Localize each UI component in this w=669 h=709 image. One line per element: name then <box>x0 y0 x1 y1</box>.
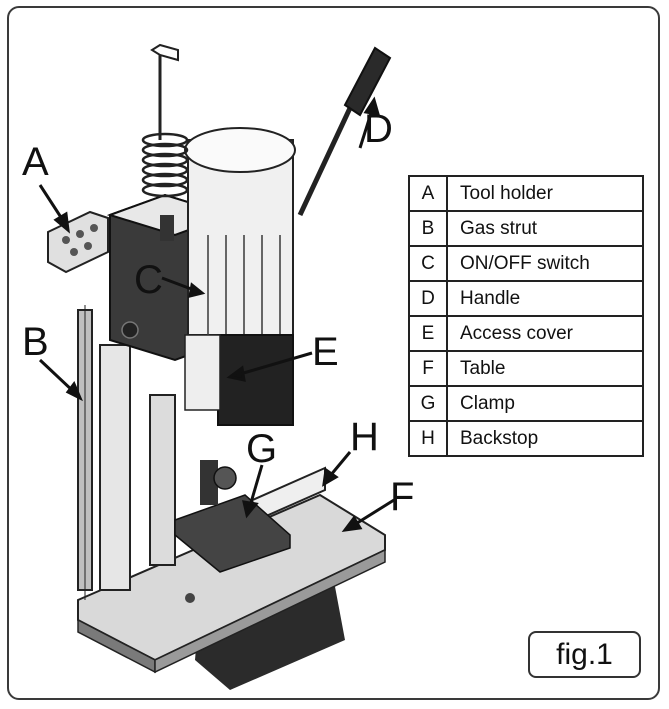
callout-c: C <box>134 258 163 302</box>
legend-label: Table <box>446 350 644 387</box>
legend-key: E <box>408 315 448 352</box>
legend-label: Access cover <box>446 315 644 352</box>
callout-a: A <box>22 140 49 184</box>
access-cover <box>217 334 294 426</box>
legend-key: G <box>408 385 448 422</box>
handle-grip <box>343 46 392 117</box>
legend-label: Handle <box>446 280 644 317</box>
callout-b: B <box>22 320 49 364</box>
legend-key: F <box>408 350 448 387</box>
column <box>99 344 131 591</box>
figure-label: fig.1 <box>528 631 641 678</box>
legend-key: B <box>408 210 448 247</box>
legend-label: ON/OFF switch <box>446 245 644 282</box>
legend-key: H <box>408 420 448 457</box>
callout-e: E <box>312 330 339 374</box>
legend-label: Tool holder <box>446 175 644 212</box>
handle-rod <box>297 106 353 217</box>
legend-label: Gas strut <box>446 210 644 247</box>
clamp <box>174 494 291 573</box>
callout-g: G <box>246 427 277 471</box>
legend-key: C <box>408 245 448 282</box>
legend-key: D <box>408 280 448 317</box>
figure-frame <box>7 6 660 700</box>
legend-key: A <box>408 175 448 212</box>
callout-d: D <box>364 107 393 151</box>
legend-label: Clamp <box>446 385 644 422</box>
callout-h: H <box>350 415 379 459</box>
legend-label: Backstop <box>446 420 644 457</box>
callout-f: F <box>390 475 414 519</box>
